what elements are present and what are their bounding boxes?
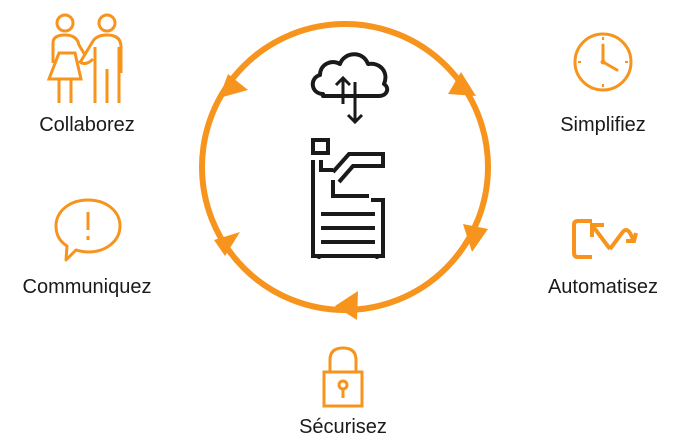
cycle-arrow-left (214, 232, 240, 256)
label-securisez: Sécurisez (299, 416, 387, 438)
label-simplifiez: Simplifiez (560, 114, 646, 136)
label-communiquez: Communiquez (22, 276, 152, 298)
label-automatisez: Automatisez (547, 276, 659, 298)
cycle-arrow-top-right (448, 72, 476, 96)
label-collaborez: Collaborez (39, 114, 135, 136)
padlock-icon (322, 346, 364, 408)
automation-arrows-icon (572, 219, 638, 259)
people-icon (46, 13, 123, 103)
cycle-arrow-top-left (219, 74, 248, 98)
cycle-arrow-right (463, 224, 488, 252)
cloud-sync-icon (310, 52, 390, 125)
printer-icon (311, 138, 385, 259)
clock-icon (573, 32, 633, 92)
cycle-arrow-bottom (335, 291, 358, 320)
speech-bubble-alert-icon (54, 198, 122, 262)
